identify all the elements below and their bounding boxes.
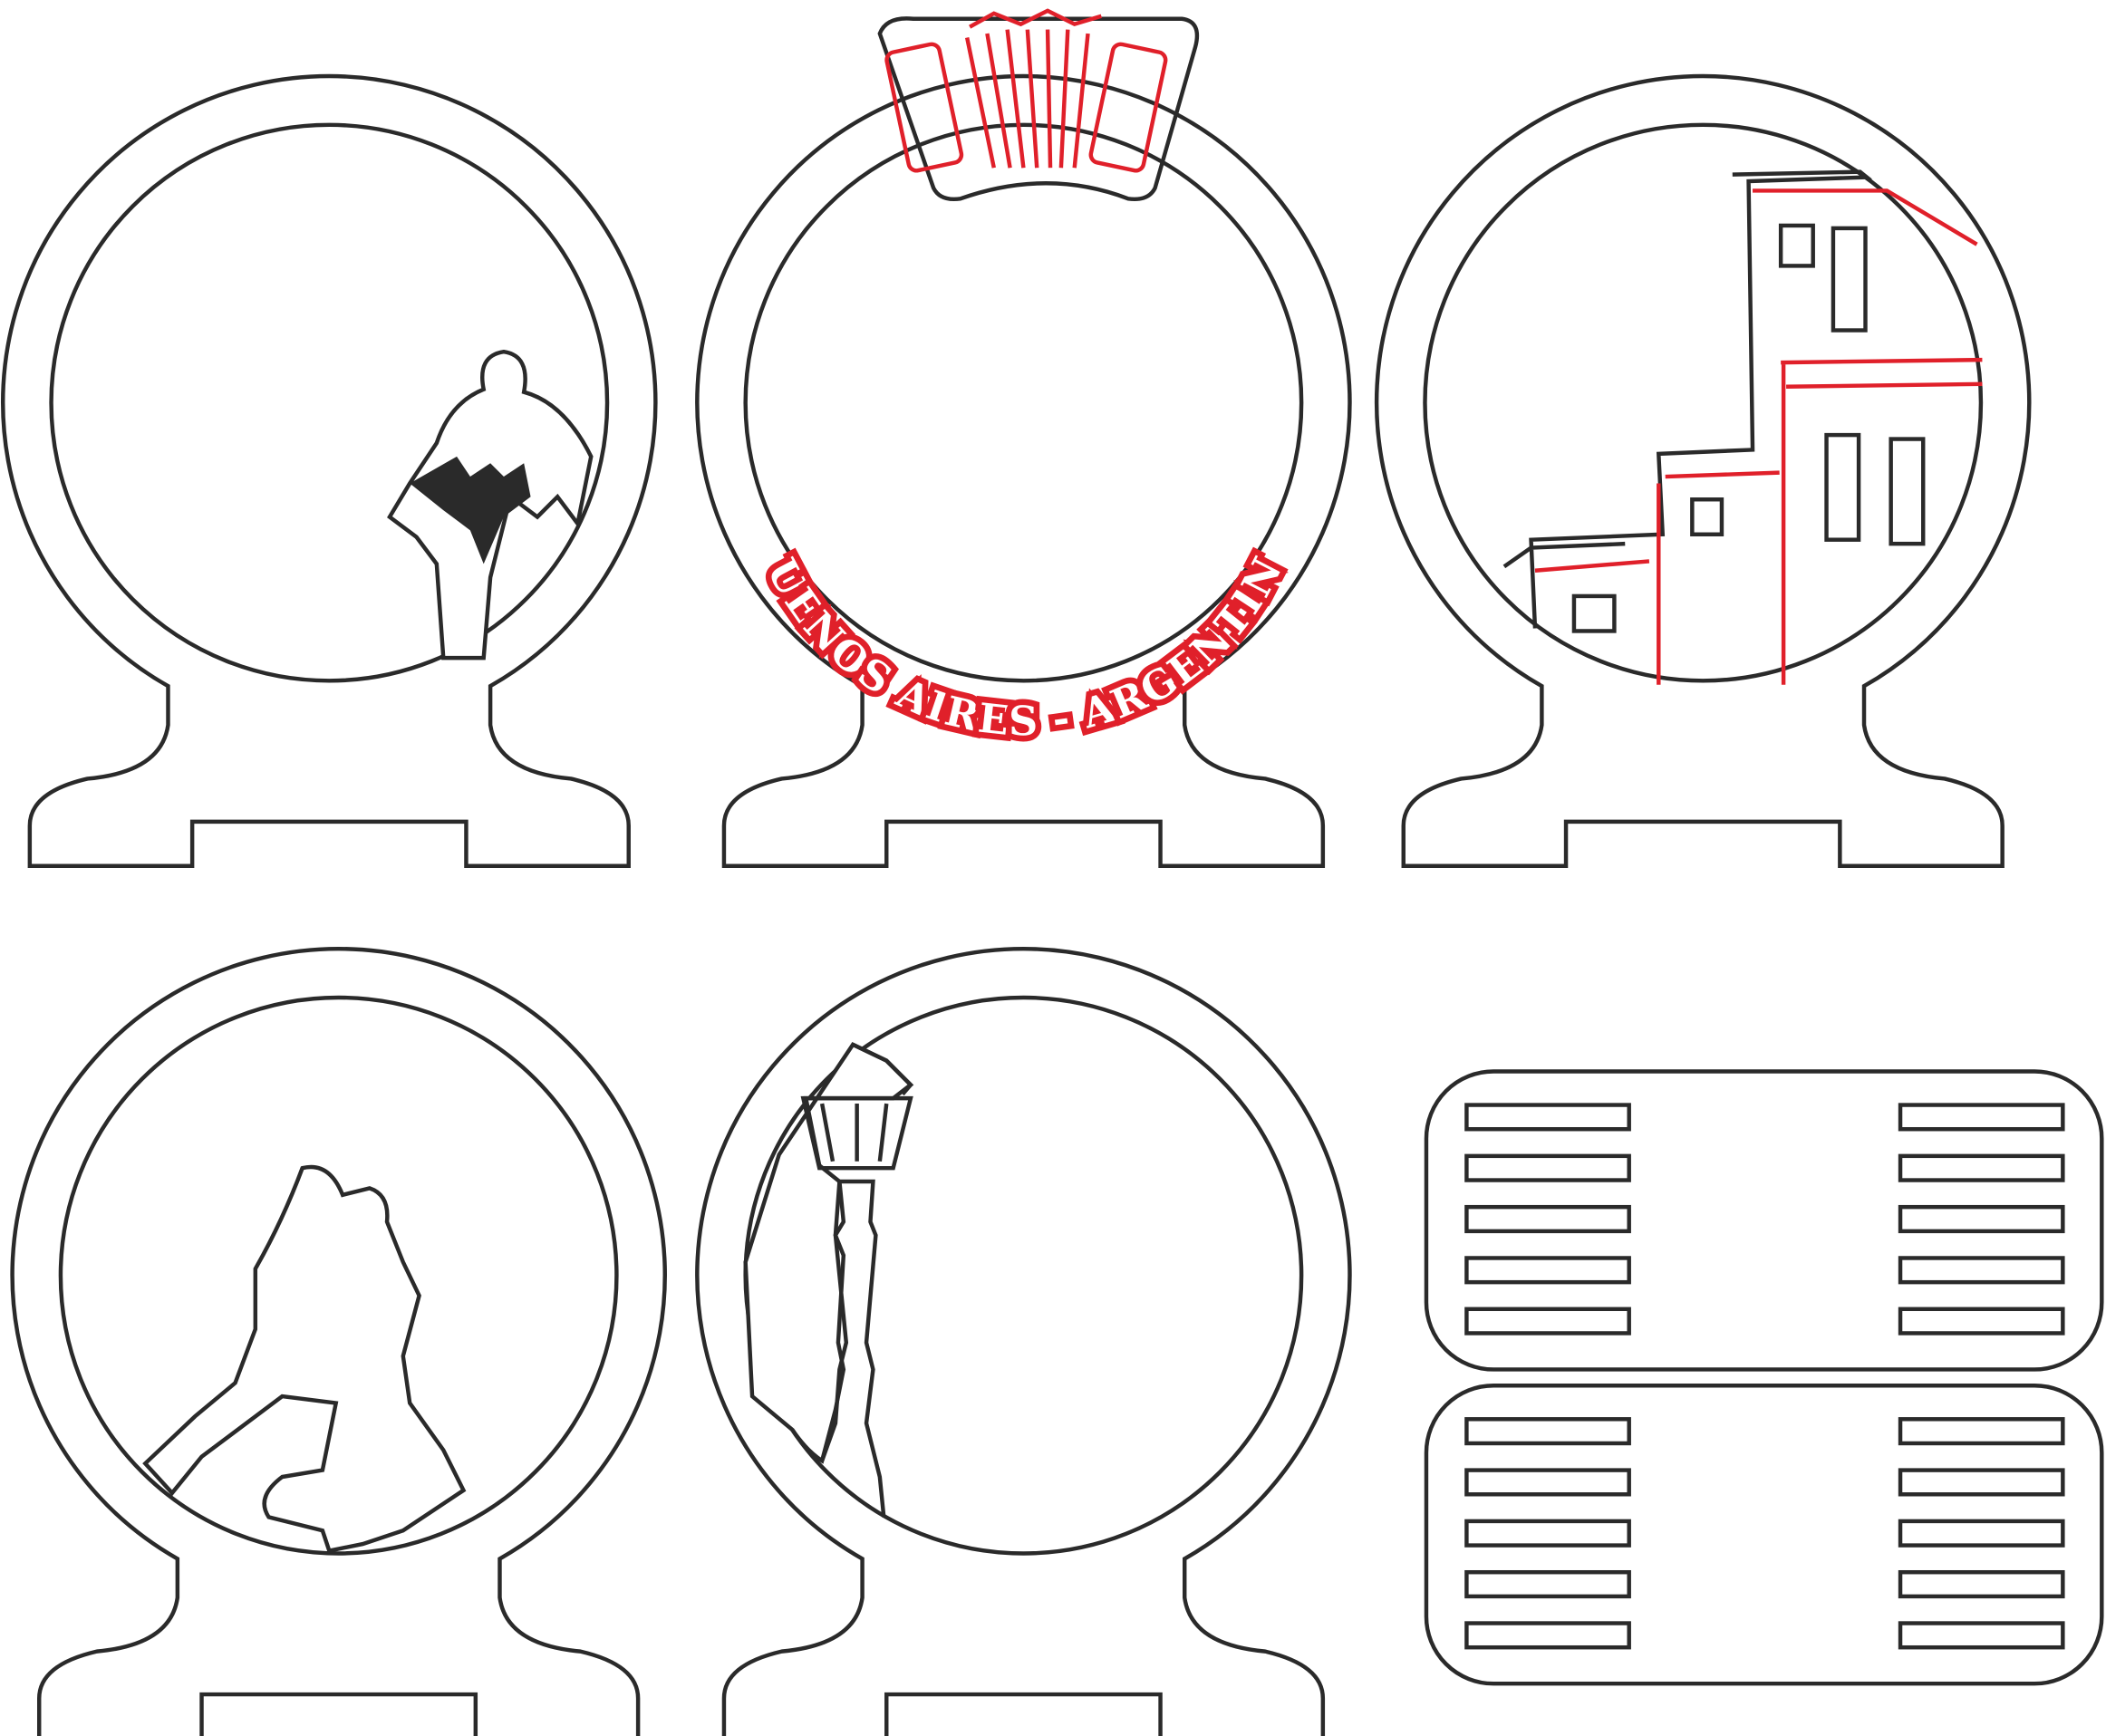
slot — [1898, 1103, 2065, 1132]
slot — [1898, 1519, 2065, 1548]
holder-inner-ring — [49, 122, 610, 683]
slot — [1898, 1307, 2065, 1336]
holder-accordion-banner — [695, 73, 1352, 868]
buildings-icon — [1502, 169, 1983, 685]
slot — [1464, 1417, 1631, 1446]
slot — [1898, 1153, 2065, 1182]
slot — [1464, 1307, 1631, 1336]
holder-outline — [0, 73, 658, 868]
slot — [1464, 1569, 1631, 1599]
slot — [1464, 1468, 1631, 1497]
slot — [1464, 1621, 1631, 1650]
holder-inner-ring — [743, 122, 1304, 683]
holder-buildings — [1374, 73, 2032, 868]
slot — [1898, 1621, 2065, 1650]
holder-outline — [1374, 73, 2032, 868]
holder-inner-ring — [58, 995, 619, 1556]
holder-tango-dancers — [10, 946, 667, 1736]
holder-inner-ring — [1423, 122, 1984, 683]
slot — [1464, 1519, 1631, 1548]
holder-outline — [695, 73, 1352, 868]
slot — [1898, 1256, 2065, 1285]
slot — [1898, 1204, 2065, 1234]
holder-outline — [10, 946, 667, 1736]
slot — [1464, 1256, 1631, 1285]
slot — [1898, 1417, 2065, 1446]
slot — [1464, 1204, 1631, 1234]
holder-outline — [695, 946, 1352, 1736]
holder-bandoneon-player — [0, 73, 658, 868]
street-lamp-icon — [743, 1042, 914, 1518]
slot-card — [1424, 1069, 2104, 1372]
accordion-icon — [877, 8, 1200, 201]
bandoneon-player-icon — [387, 349, 594, 661]
slot-card — [1424, 1384, 2104, 1686]
slot — [1898, 1569, 2065, 1599]
slot — [1464, 1153, 1631, 1182]
tango-dancers-icon — [142, 1164, 467, 1554]
slot — [1898, 1468, 2065, 1497]
slot — [1464, 1103, 1631, 1132]
